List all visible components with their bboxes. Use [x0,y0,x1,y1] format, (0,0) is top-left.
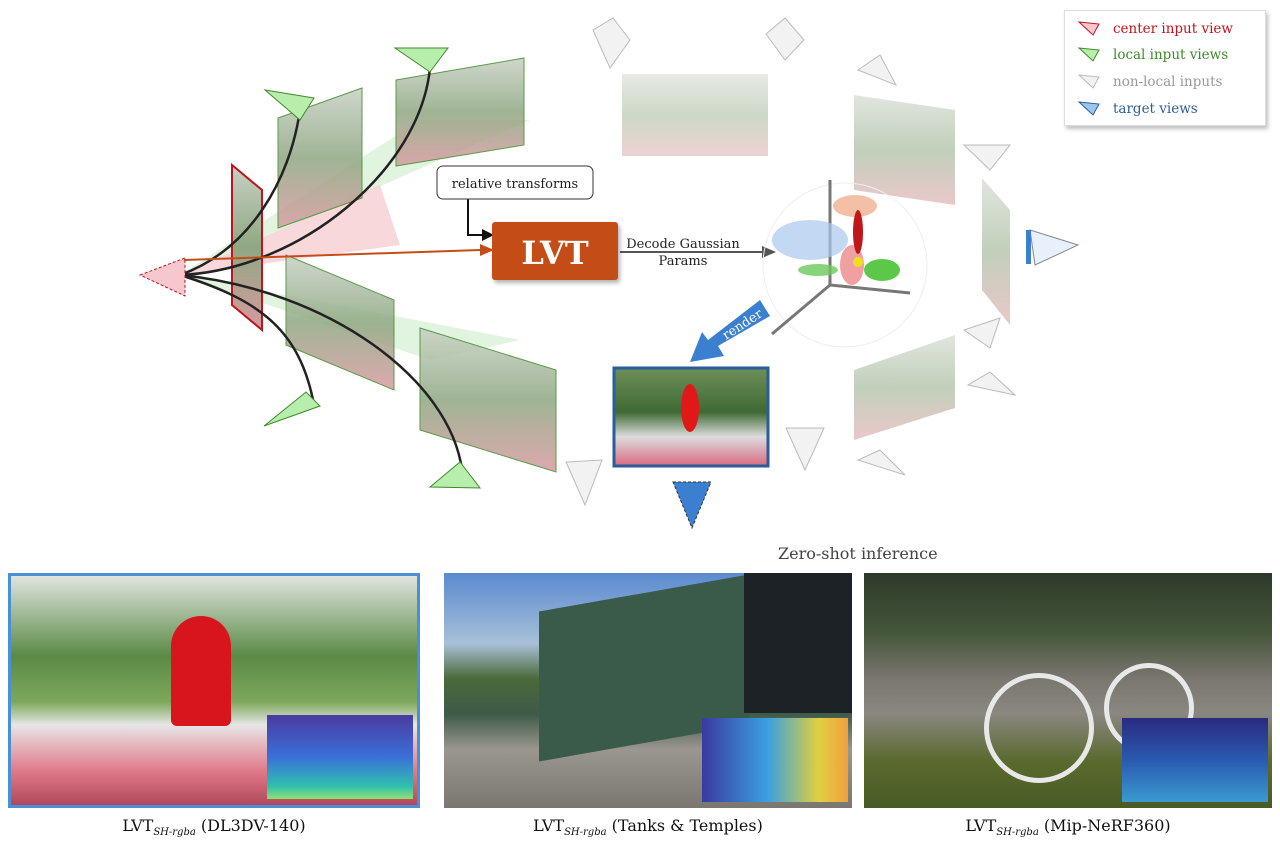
zero-shot-label: Zero-shot inference [770,544,946,563]
depth-map-inset [267,715,413,799]
pipeline-diagram: relative transforms LVT Decode Gaussian … [138,17,1080,530]
legend-label: target views [1113,101,1198,117]
nonlocal-view-image [854,95,955,205]
relative-transforms-box [436,165,594,200]
decode-label-2: Params [659,254,708,269]
legend-center: center input view [1077,21,1233,37]
local-camera-legend-icon [1077,47,1100,62]
render-arrow [690,300,770,362]
rendered-dress [681,384,699,432]
camera-links [179,67,464,471]
target-camera-icon [672,481,712,530]
center-camera-legend-icon [1077,21,1100,36]
caption-main: LVT [533,816,565,835]
result-image-dl3dv [8,573,420,808]
center-arrow [183,249,481,261]
nonlocal-camera-legend-icon [1077,74,1100,89]
caption-rest: (DL3DV-140) [195,816,306,835]
caption-rest: (Tanks & Temples) [606,816,763,835]
center-camera-icon [138,257,186,297]
legend-local: local input views [1077,47,1229,63]
caption-dl3dv: LVTSH-rgba (DL3DV-140) [8,816,420,838]
arrow-head [482,229,494,241]
result-image-mipnerf [864,573,1272,808]
gaussian-ellipsoids [772,195,900,285]
local-camera-icon [263,47,482,489]
depth-map-inset [702,718,848,802]
arrow-head [762,246,776,258]
lvt-label: LVT [521,234,589,272]
legend-label: non-local inputs [1113,74,1223,90]
legend-label: center input view [1113,21,1233,37]
legend-label: local input views [1113,47,1229,63]
caption-sub: SH-rgba [996,827,1039,839]
lvt-box [492,222,618,280]
nonlocal-camera-icon [565,17,1017,507]
nonlocal-view-image [982,178,1010,325]
caption-main: LVT [122,816,154,835]
legend-target: target views [1077,101,1198,117]
target-camera-icon [1029,229,1080,266]
caption-rest: (Mip-NeRF360) [1038,816,1171,835]
bike-wheel [984,673,1094,783]
arrow-head [480,244,494,256]
legend: center input view local input views non-… [1064,10,1266,126]
target-camera-legend-icon [1077,101,1100,116]
legend-nonlocal: non-local inputs [1077,74,1223,90]
gaussian-sphere [762,182,928,348]
train-car [744,573,852,713]
transform-arrow [467,199,482,236]
caption-sub: SH-rgba [153,827,196,839]
caption-tanks: LVTSH-rgba (Tanks & Temples) [444,816,852,838]
decode-label-1: Decode Gaussian [626,237,740,252]
result-image-tanks [444,573,852,808]
caption-main: LVT [965,816,997,835]
local-view-image [395,57,525,167]
relative-transforms-label: relative transforms [452,177,578,192]
nonlocal-view-image [622,74,768,156]
caption-sub: SH-rgba [564,827,607,839]
center-view-image [231,162,263,333]
red-dress [171,616,231,726]
depth-map-inset [1122,718,1268,802]
caption-mipnerf: LVTSH-rgba (Mip-NeRF360) [864,816,1272,838]
render-label: render [720,306,766,343]
nonlocal-view-image [854,335,955,440]
local-view-image [419,327,557,473]
target-view-plane [1026,230,1031,264]
